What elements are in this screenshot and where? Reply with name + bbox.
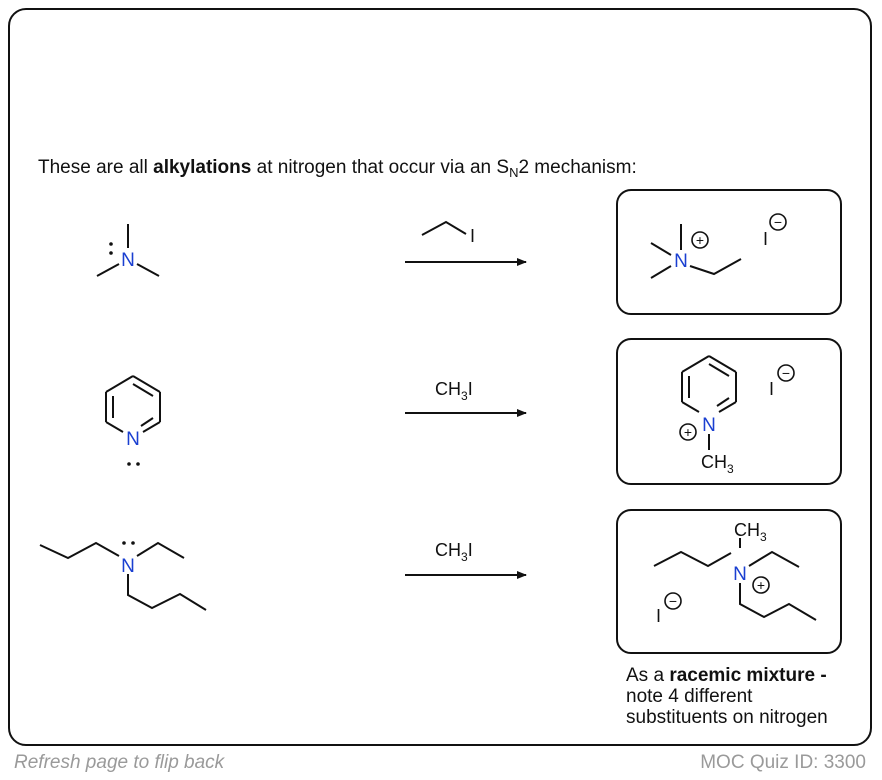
minus-sign: − xyxy=(774,214,782,230)
reagent-label: CH3I xyxy=(435,540,473,564)
tertiary-amine xyxy=(39,541,207,611)
minus-charge xyxy=(777,364,795,382)
minus-sign: − xyxy=(669,593,677,609)
quaternary-ammonium xyxy=(653,538,817,621)
lone-pair-dot xyxy=(109,251,113,255)
nitrogen-atom: N xyxy=(733,564,747,585)
product-box xyxy=(616,338,842,485)
nitrogen-atom: N xyxy=(674,251,688,272)
nitrogen-atom: N xyxy=(126,429,140,450)
quiz-card xyxy=(8,8,872,746)
nitrogen-atom: N xyxy=(121,556,135,577)
trimethylamine xyxy=(96,224,160,277)
note-line-3: substituents on nitrogen xyxy=(626,707,828,728)
iodine-atom: I xyxy=(470,226,475,246)
ethyl-iodide xyxy=(421,220,467,236)
product-box xyxy=(616,189,842,315)
plus-sign: + xyxy=(684,424,692,440)
note-line-2: note 4 different xyxy=(626,686,753,707)
minus-charge xyxy=(664,592,682,610)
minus-charge xyxy=(769,213,787,231)
lone-pair-dot xyxy=(122,541,126,545)
nitrogen-atom: N xyxy=(121,250,135,271)
pyridine-ring xyxy=(105,375,161,433)
ethyltrimethylammonium xyxy=(650,224,742,279)
iodine-atom: I xyxy=(656,606,661,626)
plus-charge xyxy=(752,576,770,594)
lone-pair-dot xyxy=(136,462,140,466)
iodine-atom: I xyxy=(769,379,774,399)
plus-charge xyxy=(691,231,709,249)
lone-pair-dot xyxy=(127,462,131,466)
lone-pair-dot xyxy=(131,541,135,545)
quiz-id-label: MOC Quiz ID: 3300 xyxy=(700,752,866,773)
product-box xyxy=(616,509,842,654)
reagent-label: CH3I xyxy=(435,379,473,403)
methyl-group: CH3 xyxy=(734,520,767,544)
plus-sign: + xyxy=(696,232,704,248)
minus-sign: − xyxy=(782,365,790,381)
lone-pair-dot xyxy=(109,242,113,246)
flip-back-hint[interactable]: Refresh page to flip back xyxy=(14,752,225,773)
methylpyridinium-ring xyxy=(681,355,737,450)
plus-charge xyxy=(679,423,697,441)
plus-sign: + xyxy=(757,577,765,593)
iodine-atom: I xyxy=(763,229,768,249)
nitrogen-atom: N xyxy=(702,415,716,436)
methyl-group: CH3 xyxy=(701,452,734,476)
racemic-note: As a racemic mixture - note 4 different … xyxy=(626,665,876,728)
note-line-1: As a racemic mixture - xyxy=(626,665,827,686)
headline: These are all alkylations at nitrogen th… xyxy=(38,157,637,180)
